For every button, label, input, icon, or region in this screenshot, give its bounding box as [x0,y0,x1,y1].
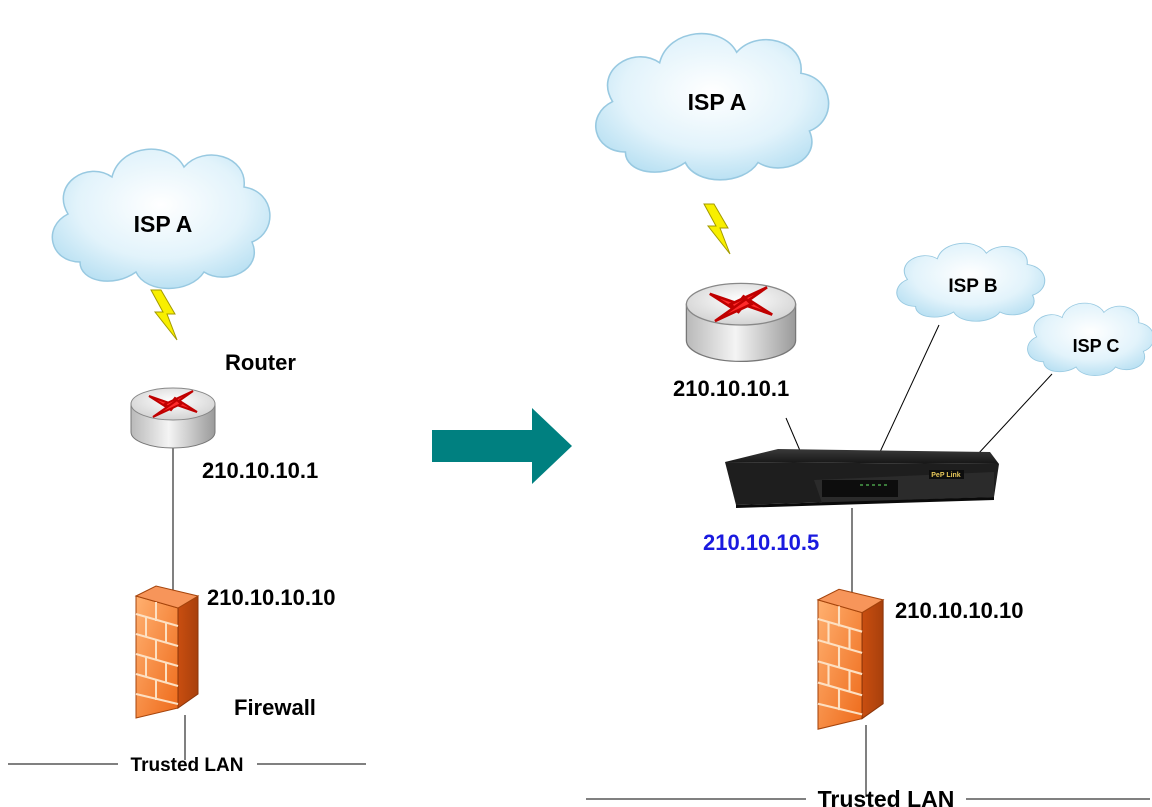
isp-b-device-link [879,324,940,453]
device-brand: PeP Link [931,472,961,479]
router-device-link [785,417,802,454]
firewall-ip-left: 210.10.10.10 [207,585,335,610]
lan-label-left: Trusted LAN [131,755,244,776]
router-icon-right [685,282,797,363]
router-label: Router [225,350,296,375]
firewall-icon-left [135,585,199,719]
lightning-icon [703,203,731,255]
isp-c-label: ISP C [1073,336,1120,356]
firewall-label: Firewall [234,695,316,720]
isp-c-device-link [977,373,1053,455]
before-diagram: ISP A Router 210.10.10.1 210.10.10.10 Fi… [8,148,366,776]
router-ip-left: 210.10.10.1 [202,458,318,483]
firewall-icon-right [816,588,885,731]
firewall-ip-right: 210.10.10.10 [895,598,1023,623]
after-diagram: ISP A ISP B ISP C 210.10.10.1 [586,32,1152,807]
lan-label-right: Trusted LAN [818,786,955,807]
lightning-icon [150,289,178,341]
device-ip: 210.10.10.5 [703,530,819,555]
isp-a-label-left: ISP A [134,211,193,237]
router-icon-left [130,387,216,449]
isp-a-label-right: ISP A [688,89,747,115]
router-ip-right: 210.10.10.1 [673,376,789,401]
load-balancer-device: PeP Link [725,449,999,508]
isp-b-label: ISP B [948,276,997,297]
transition-arrow [432,408,572,484]
